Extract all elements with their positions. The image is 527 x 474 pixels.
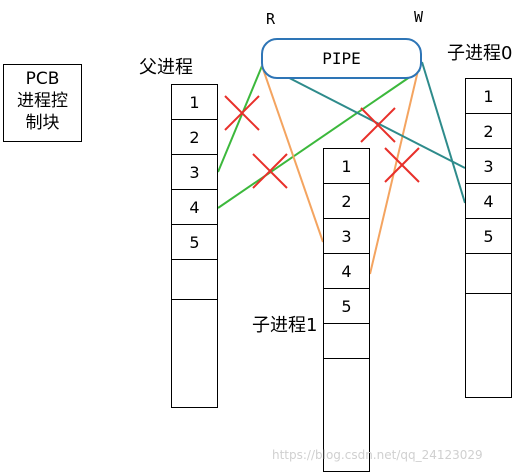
pcb-line-1: PCB bbox=[25, 69, 60, 89]
parent-cell-1: 1 bbox=[172, 85, 217, 120]
pipe-label: PIPE bbox=[322, 49, 361, 68]
child1-process-table: 1 2 3 4 5 bbox=[323, 148, 370, 472]
watermark: https://blog.csdn.net/qq_24123029 bbox=[272, 448, 483, 462]
child0-cell-6 bbox=[466, 254, 511, 294]
pipe-box: PIPE bbox=[261, 38, 422, 79]
child1-cell-5: 5 bbox=[324, 289, 369, 324]
parent-write-line bbox=[217, 69, 421, 209]
child0-read-line bbox=[261, 63, 466, 169]
child0-cell-1: 1 bbox=[466, 79, 511, 114]
child0-cell-3: 3 bbox=[466, 149, 511, 184]
child1-cell-6 bbox=[324, 324, 369, 359]
parent-cell-6 bbox=[172, 260, 217, 300]
cross-child0-read bbox=[360, 107, 396, 143]
child1-write-line bbox=[369, 61, 421, 275]
cross-parent-read bbox=[224, 95, 260, 131]
child1-read-line bbox=[261, 65, 324, 243]
pcb-line-3: 制块 bbox=[25, 113, 60, 133]
child1-process-title: 子进程1 bbox=[252, 315, 318, 336]
parent-cell-5: 5 bbox=[172, 225, 217, 260]
child0-process-table: 1 2 3 4 5 bbox=[465, 78, 512, 398]
cross-parent-write bbox=[252, 153, 288, 189]
child1-cell-2: 2 bbox=[324, 184, 369, 219]
child1-cell-7 bbox=[324, 359, 369, 394]
parent-process-table: 1 2 3 4 5 bbox=[171, 84, 218, 408]
pipe-write-label: W bbox=[414, 8, 424, 26]
child0-cell-5: 5 bbox=[466, 219, 511, 254]
child0-write-line bbox=[421, 61, 466, 204]
parent-cell-3: 3 bbox=[172, 155, 217, 190]
child0-cell-4: 4 bbox=[466, 184, 511, 219]
child0-cell-2: 2 bbox=[466, 114, 511, 149]
cross-child0-write bbox=[384, 147, 420, 183]
parent-process-title: 父进程 bbox=[139, 57, 193, 78]
parent-cell-7 bbox=[172, 300, 217, 335]
pcb-box: PCB 进程控 制块 bbox=[3, 64, 82, 142]
pipe-read-label: R bbox=[266, 10, 276, 28]
pcb-line-2: 进程控 bbox=[17, 91, 68, 111]
child0-process-title: 子进程0 bbox=[447, 43, 513, 64]
parent-read-line bbox=[217, 65, 263, 173]
child1-cell-1: 1 bbox=[324, 149, 369, 184]
child1-cell-3: 3 bbox=[324, 219, 369, 254]
child1-cell-4: 4 bbox=[324, 254, 369, 289]
parent-cell-4: 4 bbox=[172, 190, 217, 225]
parent-cell-2: 2 bbox=[172, 120, 217, 155]
